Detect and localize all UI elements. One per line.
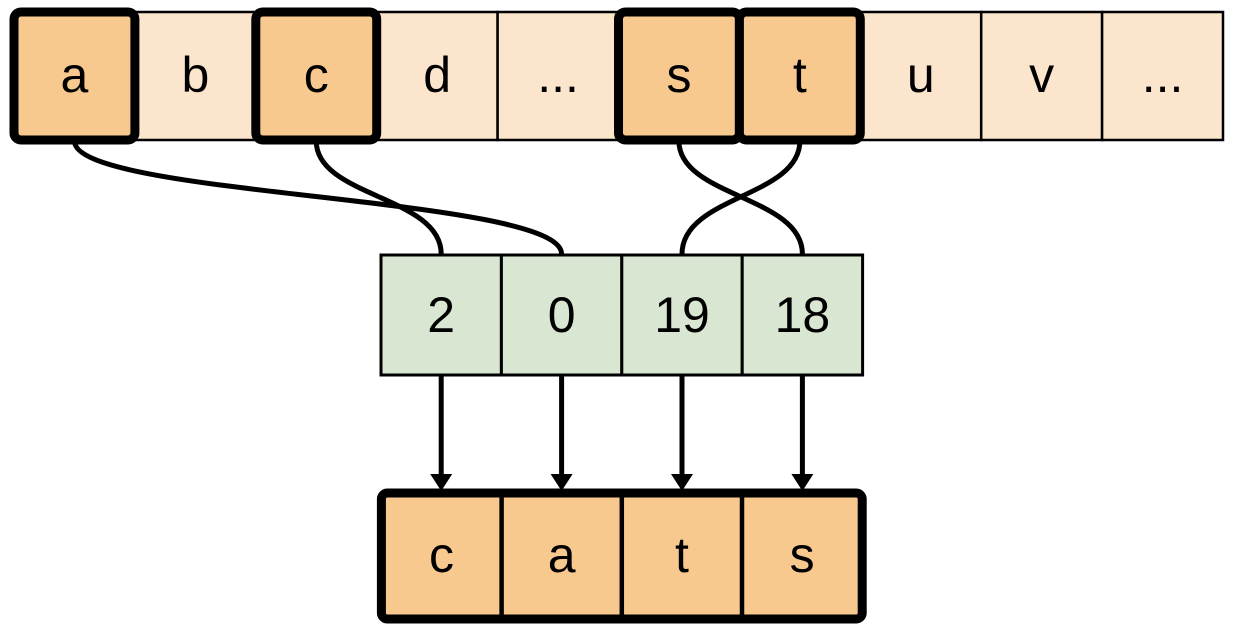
alphabet-cell-label-t-6: t bbox=[793, 47, 807, 103]
alphabet-cell-label-d-3: d bbox=[423, 47, 451, 103]
alphabet-cell-v-8 bbox=[979, 10, 1104, 142]
arrow-head-3 bbox=[791, 474, 814, 491]
output-cell-letter-1: a bbox=[548, 527, 576, 583]
index-cell-1 bbox=[499, 253, 624, 377]
arrow-head-0 bbox=[430, 474, 453, 491]
index-cell-value-2: 19 bbox=[654, 287, 710, 343]
index-cell-3 bbox=[740, 253, 865, 377]
alphabet-row: b d... u v... a c s t bbox=[9, 7, 1225, 145]
alphabet-cell-label-c-2: c bbox=[304, 47, 329, 103]
alphabet-cell-label-a-0: a bbox=[61, 47, 89, 103]
alphabet-cell-t-6 bbox=[734, 7, 865, 145]
index-cell-0 bbox=[379, 253, 503, 377]
alphabet-cell-label-ellipsis-4: ... bbox=[537, 47, 579, 103]
alphabet-cell-c-2 bbox=[251, 7, 382, 145]
arrow-head-2 bbox=[671, 474, 693, 491]
alphabet-cell-d-3 bbox=[375, 10, 499, 142]
alphabet-cell-ellipsis-9 bbox=[1100, 10, 1225, 142]
output-cell-letter-0: c bbox=[429, 527, 454, 583]
mapping-curve-t-to-index-2 bbox=[679, 138, 803, 257]
index-cell-value-0: 2 bbox=[427, 287, 455, 343]
output-cell-letter-2: t bbox=[675, 527, 689, 583]
mapping-curve-c-to-index-0 bbox=[313, 138, 444, 257]
index-cell-2 bbox=[620, 253, 744, 377]
alphabet-cell-label-v-8: v bbox=[1029, 47, 1054, 103]
mapping-curves bbox=[71, 138, 805, 257]
index-cell-value-1: 0 bbox=[548, 287, 576, 343]
alphabet-cell-label-b-1: b bbox=[181, 47, 209, 103]
index-to-output-arrows bbox=[430, 376, 814, 491]
alphabet-cell-a-0 bbox=[9, 7, 140, 145]
mapping-curve-a-to-index-1 bbox=[71, 138, 565, 257]
alphabet-cell-label-u-7: u bbox=[907, 47, 935, 103]
index-cell-value-3: 18 bbox=[775, 287, 831, 343]
alphabet-cell-label-ellipsis-9: ... bbox=[1142, 47, 1184, 103]
arrow-head-1 bbox=[550, 474, 573, 491]
alphabet-cell-ellipsis-4 bbox=[496, 10, 620, 142]
alphabet-cell-label-s-5: s bbox=[666, 47, 691, 103]
output-cell-letter-3: s bbox=[790, 527, 815, 583]
